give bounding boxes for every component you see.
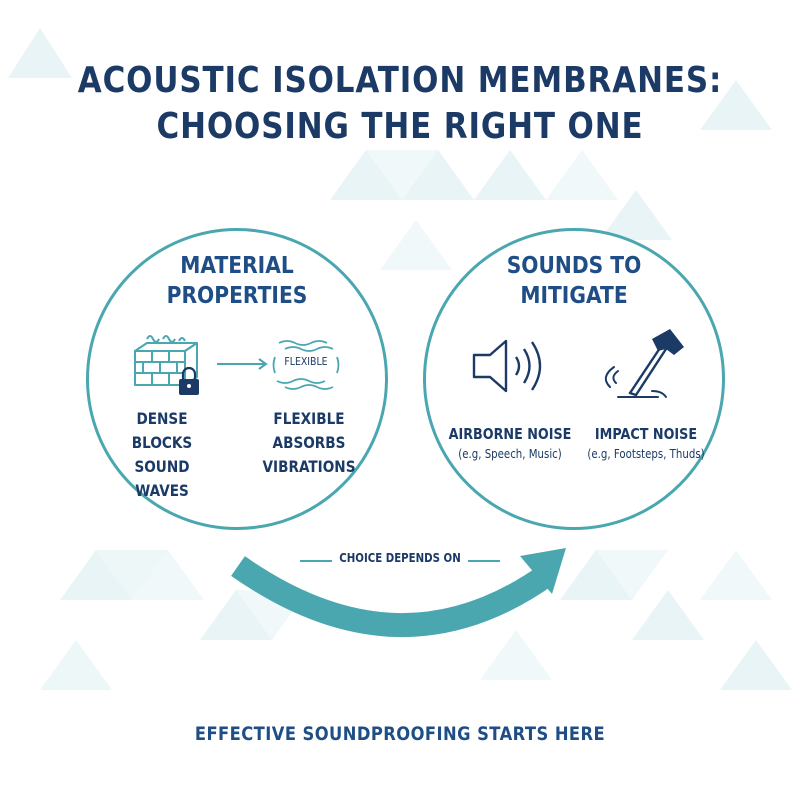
dense-brick-wall-icon — [134, 335, 199, 395]
material-properties-heading: MATERIAL PROPERTIES — [166, 253, 308, 309]
right-arrow-icon — [217, 358, 268, 370]
flexible-caption: FLEXIBLE ABSORBS VIBRATIONS — [262, 409, 356, 476]
title-line-1: ACOUSTIC ISOLATION MEMBRANES: — [77, 60, 723, 101]
material-properties-circle: MATERIAL PROPERTIES — [86, 228, 388, 530]
flexible-membrane-icon — [272, 340, 340, 390]
dense-caption: DENSE BLOCKS SOUND WAVES — [131, 409, 193, 500]
title-line-2: CHOOSING THE RIGHT ONE — [156, 106, 644, 147]
speaker-icon — [472, 339, 542, 393]
sounds-to-mitigate-circle: SOUNDS TO MITIGATE AIRBORNE NOISE (e.g, … — [423, 228, 725, 530]
page-title: ACOUSTIC ISOLATION MEMBRANES: CHOOSING T… — [56, 58, 744, 150]
sounds-to-mitigate-heading: SOUNDS TO MITIGATE — [506, 253, 642, 309]
choice-depends-on-label: CHOICE DEPENDS ON — [339, 551, 461, 565]
airborne-noise-caption: AIRBORNE NOISE (e.g, Speech, Music) — [448, 425, 572, 461]
hammer-impact-icon — [604, 329, 684, 398]
lock-icon — [179, 366, 199, 395]
footer-tagline: EFFECTIVE SOUNDPROOFING STARTS HERE — [194, 723, 606, 745]
impact-noise-caption: IMPACT NOISE (e.g, Footsteps, Thuds) — [587, 425, 705, 461]
flexible-tag: FLEXIBLE — [284, 355, 328, 368]
